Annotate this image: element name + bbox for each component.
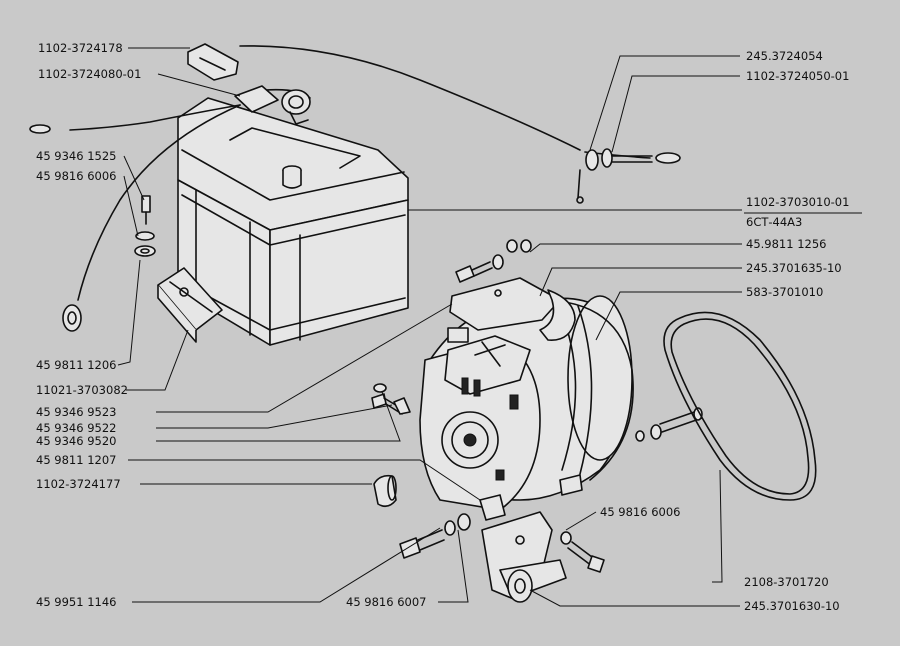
label-washer-6006-left: 45 9816 6006 [36, 169, 116, 183]
label-ground-switch-cable: 245.3724054 [746, 49, 823, 63]
bolt-rear [635, 407, 703, 442]
bolt-adjust [455, 239, 532, 283]
label-mount-bracket: 245.3701630-10 [744, 599, 840, 613]
bolt-front-set [371, 383, 411, 415]
label-washer-1206: 45 9811 1206 [36, 358, 116, 372]
ground-cable [576, 148, 681, 204]
positive-cable [29, 43, 581, 332]
label-bolt-9522: 45 9346 9522 [36, 421, 116, 435]
part-labels: 1102-3724178 1102-3724080-01 45 9346 152… [36, 41, 862, 613]
label-washer-1207: 45 9811 1207 [36, 453, 116, 467]
label-bolt-9520: 45 9346 9520 [36, 434, 116, 448]
tension-bracket [449, 277, 576, 341]
label-cap-connector: 1102-3724177 [36, 477, 121, 491]
label-bolt-9523: 45 9346 9523 [36, 405, 116, 419]
bolt-washer-set-left [134, 195, 156, 257]
label-washer-6007: 45 9816 6007 [346, 595, 426, 609]
label-battery-part: 1102-3703010-01 [746, 195, 849, 209]
generator [419, 295, 644, 521]
drive-belt [663, 311, 817, 501]
label-bolt-1525: 45 9346 1525 [36, 149, 116, 163]
label-battery-bracket: 11021-3703082 [36, 383, 128, 397]
bolt-lower-left [399, 513, 471, 559]
leader-lines [117, 47, 742, 607]
label-ground-cable: 1102-3724050-01 [746, 69, 849, 83]
label-battery-type: 6СТ-44А3 [746, 215, 802, 229]
label-washer-1256: 45.9811 1256 [746, 237, 826, 251]
mount-bracket [481, 511, 567, 603]
label-clamp-pos: 1102-3724080-01 [38, 67, 141, 81]
label-bolt-1146: 45 9951 1146 [36, 595, 116, 609]
label-washer-6006-right: 45 9816 6006 [600, 505, 680, 519]
connector-cap [373, 474, 397, 508]
label-cable-pos: 1102-3724178 [38, 41, 123, 55]
bolt-lower-right [560, 531, 605, 573]
label-tension-bracket: 245.3701635-10 [746, 261, 842, 275]
battery-terminal-clamp [234, 85, 311, 125]
label-generator: 583-3701010 [746, 285, 823, 299]
battery-bracket [157, 267, 223, 343]
label-belt: 2108-3701720 [744, 575, 829, 589]
